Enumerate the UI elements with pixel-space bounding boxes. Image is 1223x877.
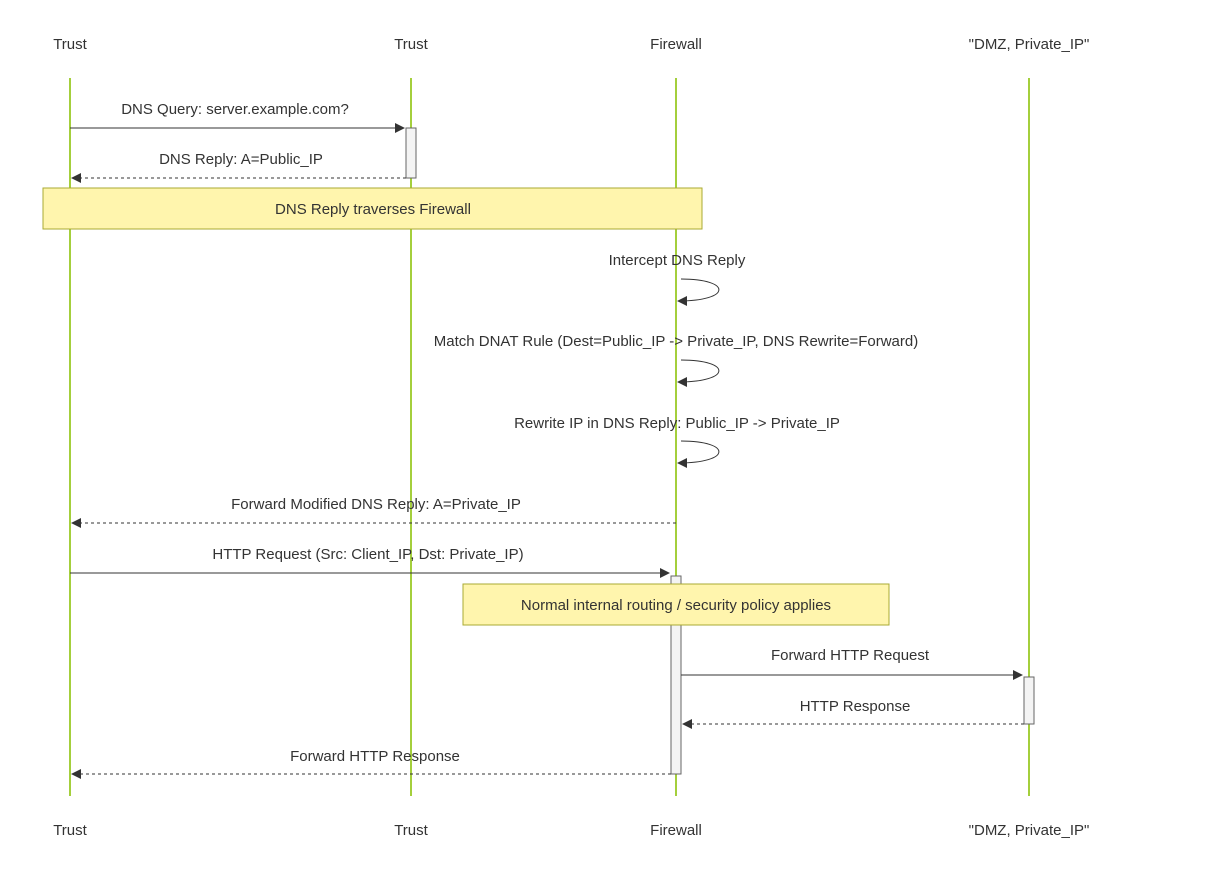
activation-dmz <box>1023 676 1035 725</box>
message-label-forward-modified: Forward Modified DNS Reply: A=Private_IP <box>231 496 521 513</box>
participant-bottom-firewall: Firewall <box>650 822 702 839</box>
participant-top-firewall: Firewall <box>650 36 702 53</box>
note-normal-routing <box>462 583 890 626</box>
participant-top-dmz: "DMZ, Private_IP" <box>969 36 1090 53</box>
message-label-rewrite-ip: Rewrite IP in DNS Reply: Public_IP -> Pr… <box>514 415 840 432</box>
participant-bottom-trust-1: Trust <box>53 822 87 839</box>
participant-bottom-trust-2: Trust <box>394 822 428 839</box>
message-label-intercept: Intercept DNS Reply <box>609 252 746 269</box>
activation-trust-2 <box>405 127 417 179</box>
message-label-http-response: HTTP Response <box>800 698 911 715</box>
message-label-forward-http-response: Forward HTTP Response <box>290 748 460 765</box>
self-arrow-rewrite-ip <box>677 440 720 468</box>
message-label-forward-http-request: Forward HTTP Request <box>771 647 930 664</box>
participant-bottom-dmz: "DMZ, Private_IP" <box>969 822 1090 839</box>
participant-top-trust-2: Trust <box>394 36 428 53</box>
message-label-http-request: HTTP Request (Src: Client_IP, Dst: Priva… <box>212 546 523 563</box>
note-label-normal-routing: Normal internal routing / security polic… <box>521 597 831 614</box>
self-arrow-match-dnat <box>677 359 720 387</box>
message-label-match-dnat: Match DNAT Rule (Dest=Public_IP -> Priva… <box>434 333 918 350</box>
message-label-dns-query: DNS Query: server.example.com? <box>121 101 349 118</box>
note-label-dns-reply-traverses: DNS Reply traverses Firewall <box>275 201 471 218</box>
participant-top-trust-1: Trust <box>53 36 87 53</box>
note-dns-reply-traverses <box>42 187 703 230</box>
message-label-dns-reply: DNS Reply: A=Public_IP <box>159 151 323 168</box>
self-arrow-intercept <box>677 278 720 306</box>
